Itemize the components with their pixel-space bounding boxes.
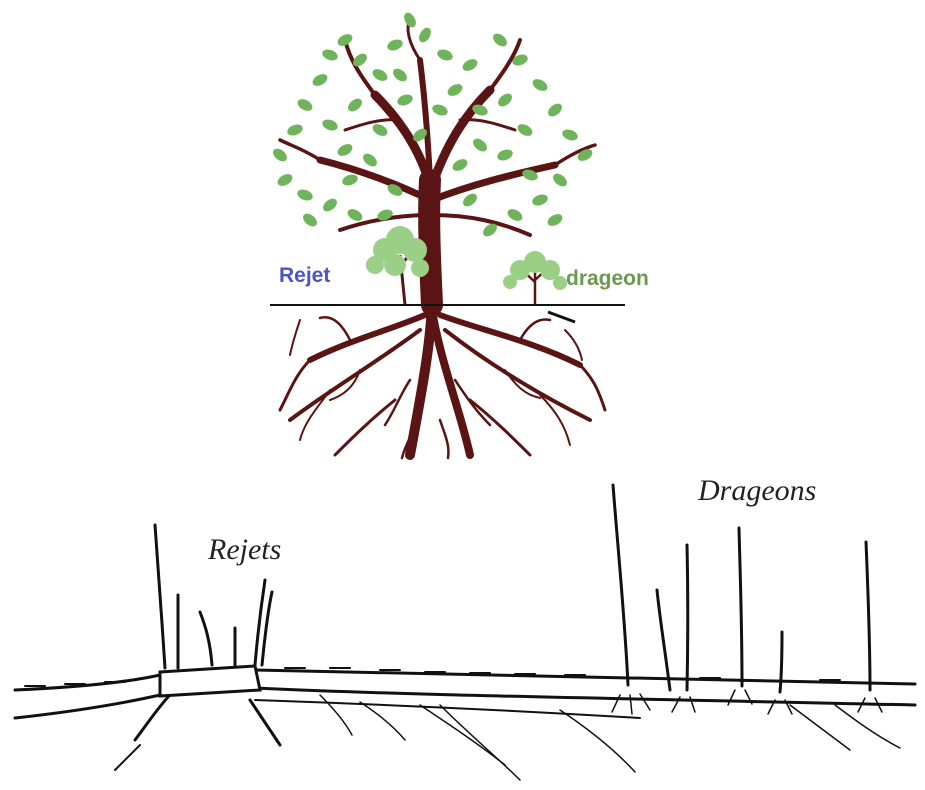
stump bbox=[160, 666, 260, 696]
drageons-label: Drageons bbox=[697, 474, 816, 507]
tree-roots bbox=[280, 305, 605, 458]
bottom-figure: Rejets Drageons bbox=[15, 474, 915, 780]
fibrous-roots bbox=[320, 695, 900, 780]
top-figure: Rejet drageon bbox=[270, 11, 649, 458]
drageon-sapling bbox=[503, 251, 567, 305]
drageon-shoots bbox=[613, 485, 870, 692]
rejets-label: Rejets bbox=[207, 533, 281, 566]
rejet-label: Rejet bbox=[279, 264, 330, 287]
drageon-label: drageon bbox=[566, 267, 649, 290]
drageon-arrow bbox=[548, 312, 575, 322]
